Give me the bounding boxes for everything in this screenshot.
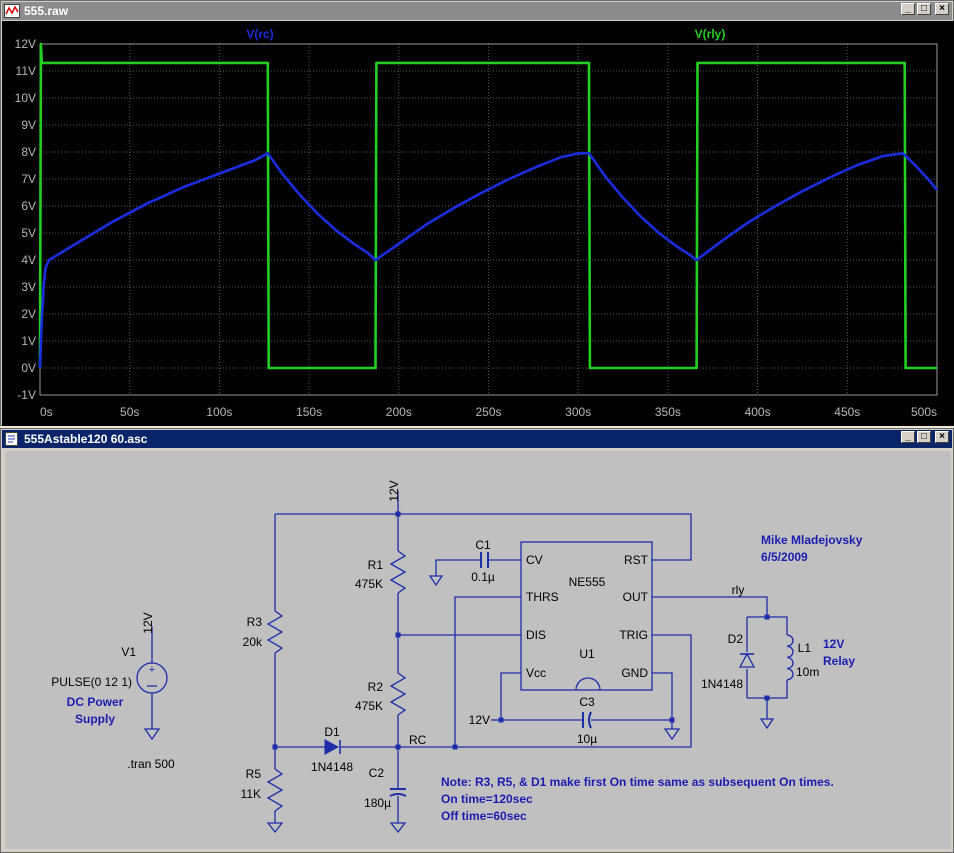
minimize-icon[interactable]: _ (901, 3, 915, 15)
minimize-icon[interactable]: _ (901, 431, 915, 443)
label-pin-thrs: THRS (526, 590, 559, 604)
schematic-file-icon (5, 432, 18, 446)
label-v1: V1 (121, 645, 136, 659)
schematic-titlebar[interactable]: 555Astable120 60.asc (2, 430, 952, 448)
plot-window-title: 555.raw (24, 4, 69, 18)
y-tick-label: 5V (21, 226, 36, 240)
x-tick-label: 250s (475, 405, 501, 419)
series-vrc-line (38, 152, 938, 369)
label-v12-v1: 12V (141, 612, 155, 633)
schematic-window: 555Astable120 60.asc _ □ × (0, 428, 954, 853)
x-tick-label: 500s (911, 405, 937, 419)
label-c3: C3 (579, 695, 595, 709)
waveform-icon (4, 4, 20, 18)
y-tick-label: 8V (21, 145, 36, 159)
x-tick-label: 50s (120, 405, 139, 419)
label-chip: NE555 (569, 575, 606, 589)
y-tick-label: 3V (21, 280, 36, 294)
label-c2: C2 (369, 766, 385, 780)
label-l1: L1 (798, 641, 812, 655)
plot-window-controls: _ □ × (901, 3, 949, 15)
y-tick-label: 2V (21, 307, 36, 321)
x-tick-label: 450s (834, 405, 860, 419)
label-pin-out: OUT (623, 590, 649, 604)
schematic-window-controls: _ □ × (901, 431, 949, 443)
label-r1-value: 475K (355, 577, 383, 591)
label-pin-gnd: GND (621, 666, 648, 680)
label-author: Mike Mladejovsky (761, 533, 863, 547)
svg-text:+: + (149, 664, 155, 676)
label-v1-comment-1: DC Power (67, 695, 124, 709)
y-tick-label: 4V (21, 253, 36, 267)
label-note-2: On time=120sec (441, 792, 533, 806)
label-r3-value: 20k (243, 635, 263, 649)
y-tick-label: 6V (21, 199, 36, 213)
series-vrly-line (38, 42, 937, 370)
label-d1: D1 (324, 725, 340, 739)
restore-icon[interactable]: □ (917, 3, 931, 15)
trace-label[interactable]: V(rc) (246, 27, 273, 41)
x-tick-label: 350s (655, 405, 681, 419)
x-tick-label: 300s (565, 405, 591, 419)
trace-label[interactable]: V(rly) (695, 27, 726, 41)
label-r5: R5 (246, 767, 262, 781)
close-icon[interactable]: × (935, 431, 949, 443)
label-v12-pin: 12V (469, 713, 490, 727)
restore-icon[interactable]: □ (917, 431, 931, 443)
plot-background (2, 21, 954, 426)
label-date: 6/5/2009 (761, 550, 808, 564)
label-pin-cv: CV (526, 553, 543, 567)
x-tick-label: 0s (40, 405, 53, 419)
label-pin-trig: TRIG (619, 628, 648, 642)
y-tick-label: -1V (17, 388, 36, 402)
schematic-symbols: + (136, 511, 770, 797)
label-r2-value: 475K (355, 699, 383, 713)
label-c3-value: 10µ (577, 732, 597, 746)
waveform-plot[interactable]: 12V 11V 10V 9V 8V 7V 6V 5V 4V 3V 2V 1V 0V -1V 0s 50s 100… (2, 21, 954, 426)
close-icon[interactable]: × (935, 3, 949, 15)
label-pin-rst: RST (624, 553, 649, 567)
plot-titlebar[interactable]: 555.raw (2, 2, 952, 20)
y-tick-label: 0V (21, 361, 36, 375)
label-r3: R3 (247, 615, 263, 629)
y-tick-label: 1V (21, 334, 36, 348)
label-v12-top: 12V (387, 480, 401, 501)
label-relay-1: 12V (823, 637, 844, 651)
label-tran: .tran 500 (127, 757, 175, 771)
x-tick-label: 100s (206, 405, 232, 419)
label-r1: R1 (368, 558, 384, 572)
label-l1-value: 10m (796, 665, 819, 679)
label-net-rly: rly (732, 583, 745, 597)
label-d2-value: 1N4148 (701, 677, 743, 691)
label-note-1: Note: R3, R5, & D1 make first On time sa… (441, 775, 834, 789)
label-pin-dis: DIS (526, 628, 546, 642)
label-r5-value: 11K (241, 787, 261, 801)
schematic-window-title: 555Astable120 60.asc (24, 432, 148, 446)
y-tick-label: 12V (15, 37, 36, 51)
label-pin-vcc: Vcc (526, 666, 546, 680)
label-c1-value: 0.1µ (471, 570, 495, 584)
label-v1-value: PULSE(0 12 1) (51, 675, 132, 689)
label-d1-value: 1N4148 (311, 760, 353, 774)
label-r2: R2 (368, 680, 384, 694)
label-relay-2: Relay (823, 654, 855, 668)
y-tick-label: 10V (15, 91, 36, 105)
label-c2-value: 180µ (364, 796, 391, 810)
label-net-rc: RC (409, 733, 427, 747)
y-tick-label: 11V (16, 64, 36, 78)
x-tick-label: 200s (386, 405, 412, 419)
y-tick-label: 7V (21, 172, 36, 186)
x-tick-label: 150s (296, 405, 322, 419)
y-tick-label: 9V (21, 118, 36, 132)
x-tick-label: 400s (745, 405, 771, 419)
label-note-3: Off time=60sec (441, 809, 527, 823)
label-c1: C1 (475, 538, 491, 552)
label-v1-comment-2: Supply (75, 712, 115, 726)
label-d2: D2 (728, 632, 744, 646)
label-u1: U1 (579, 647, 595, 661)
